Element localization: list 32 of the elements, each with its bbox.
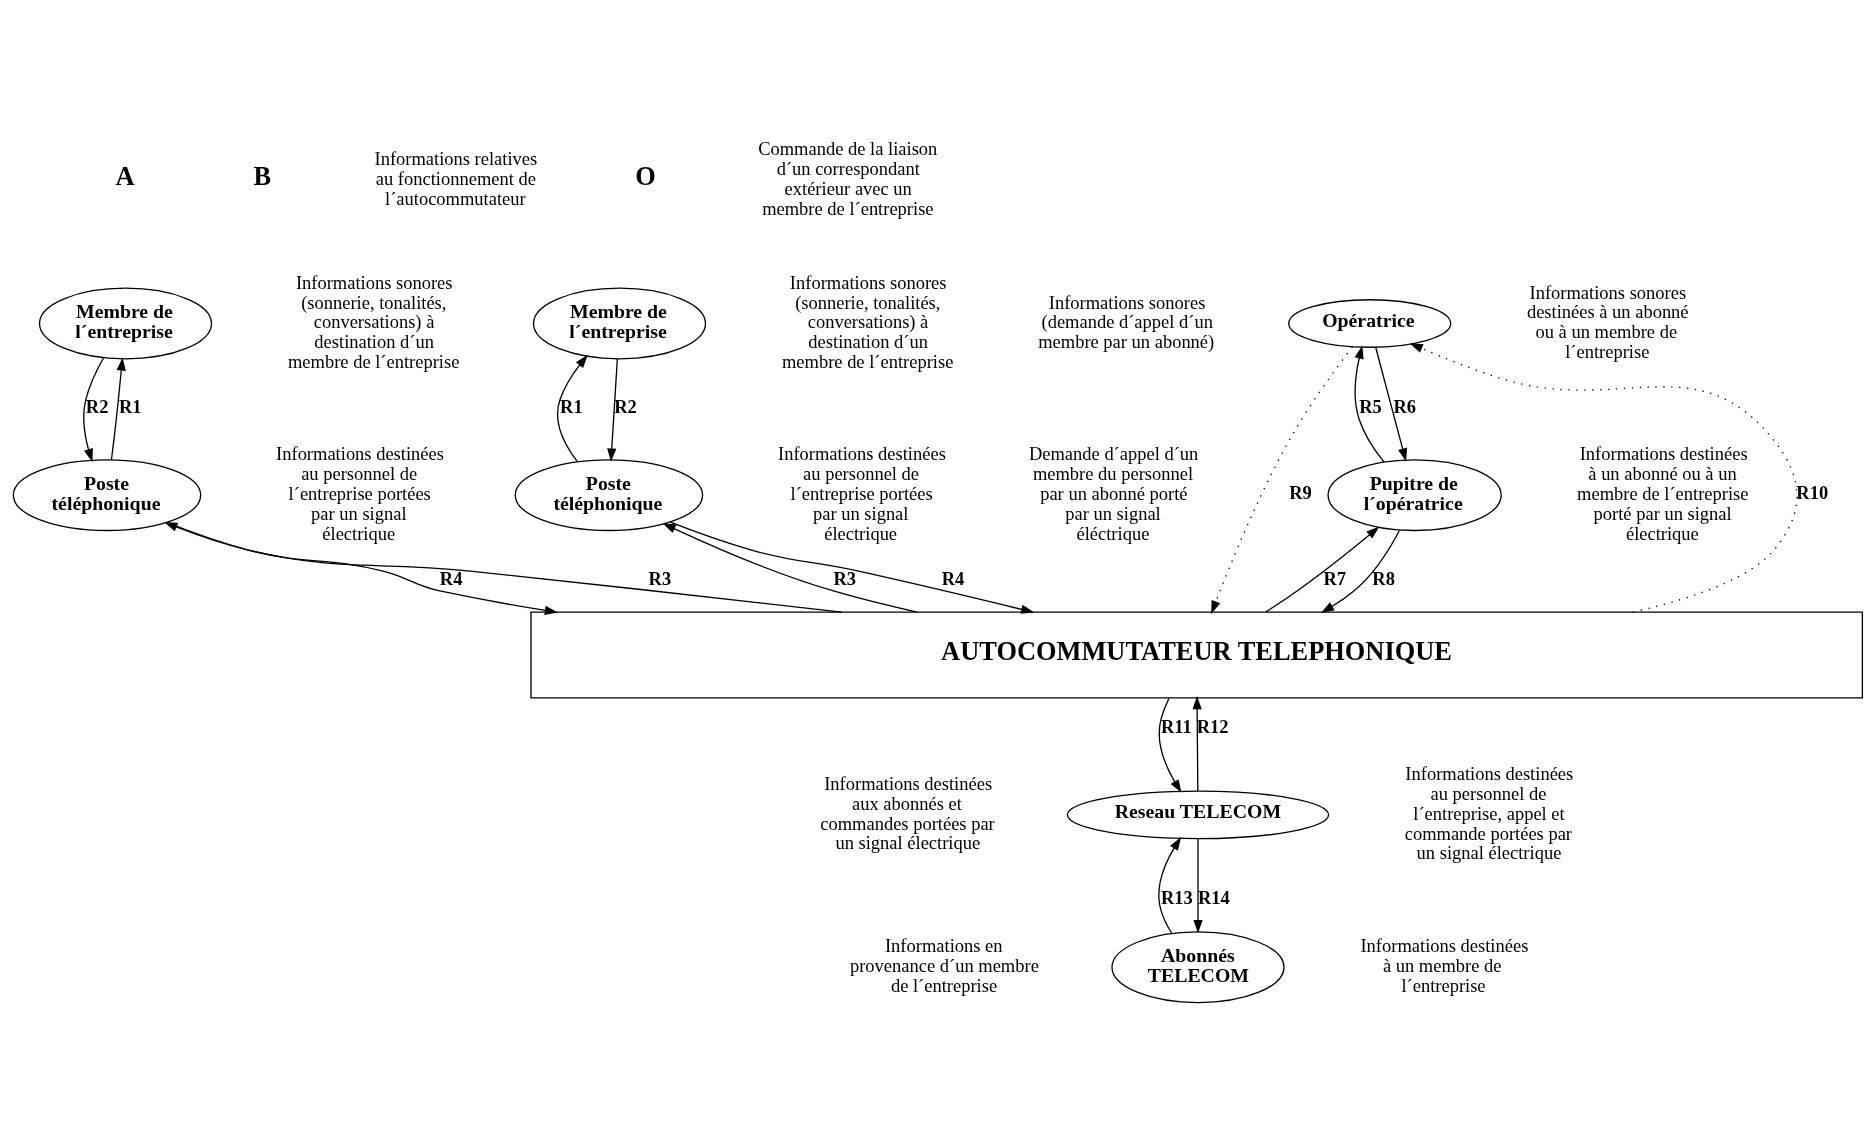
edge-label: R9 [1289,482,1312,503]
edge-label: R11 [1161,716,1192,737]
edge-label: R5 [1359,396,1382,417]
edge-label: R3 [648,568,672,589]
label: Demande d´appel d´un membre du personnel par un abonné porté par un signal éléctrique [1028,443,1199,544]
edge-label: R2 [85,396,109,417]
label: Informations sonores (sonnerie, tonalités, conversations) à destination d´un membre de l´entreprise [781,272,954,372]
edge-label: R4 [439,568,463,589]
label: Informations sonores (demande d´appel d´un membre par un abonné) [1038,292,1215,352]
label: B [253,160,272,191]
edge-label: R13 [1161,887,1193,908]
label: Informations sonores (sonnerie, tonalités, conversations) à destination d´un membre de l´entreprise [287,272,460,372]
edge-label: R6 [1393,396,1417,417]
label: A [115,160,135,191]
label: Informations en provenance d´un membre de l´entreprise [849,935,1039,996]
edge-label: R1 [118,396,142,417]
label: Informations destinées au personnel de l´entreprise portées par un signal électrique [276,443,444,544]
edge-label: R4 [941,568,965,589]
edge-label: R10 [1796,482,1829,503]
edge-label: R3 [833,568,857,589]
label: Informations destinées à un abonné ou à un membre de l´entreprise porté par un signal électrique [1577,443,1749,544]
label: Informations relatives au fonctionnement de l´autocommutateur [374,148,538,209]
label: Informations destinées aux abonnés et commandes portées par un signal électrique [820,773,995,853]
label: Informations destinées au personnel de l´entreprise portées par un signal électrique [777,443,946,544]
edge-label: R1 [560,396,583,417]
label: Informations destinées à un membre de l´entreprise [1360,935,1529,996]
edge-label: R8 [1372,568,1395,589]
edge-label: R7 [1323,568,1347,589]
label: Informations destinées au personnel de l´entreprise, appel et commande portées par un signal électrique [1404,763,1574,863]
label: Commande de la liaison d´un correspondant extérieur avec un membre de l´entreprise [758,138,938,219]
label: Informations sonores destinées à un abonné ou à un membre de l´entreprise [1526,282,1689,362]
label: O [635,160,656,191]
